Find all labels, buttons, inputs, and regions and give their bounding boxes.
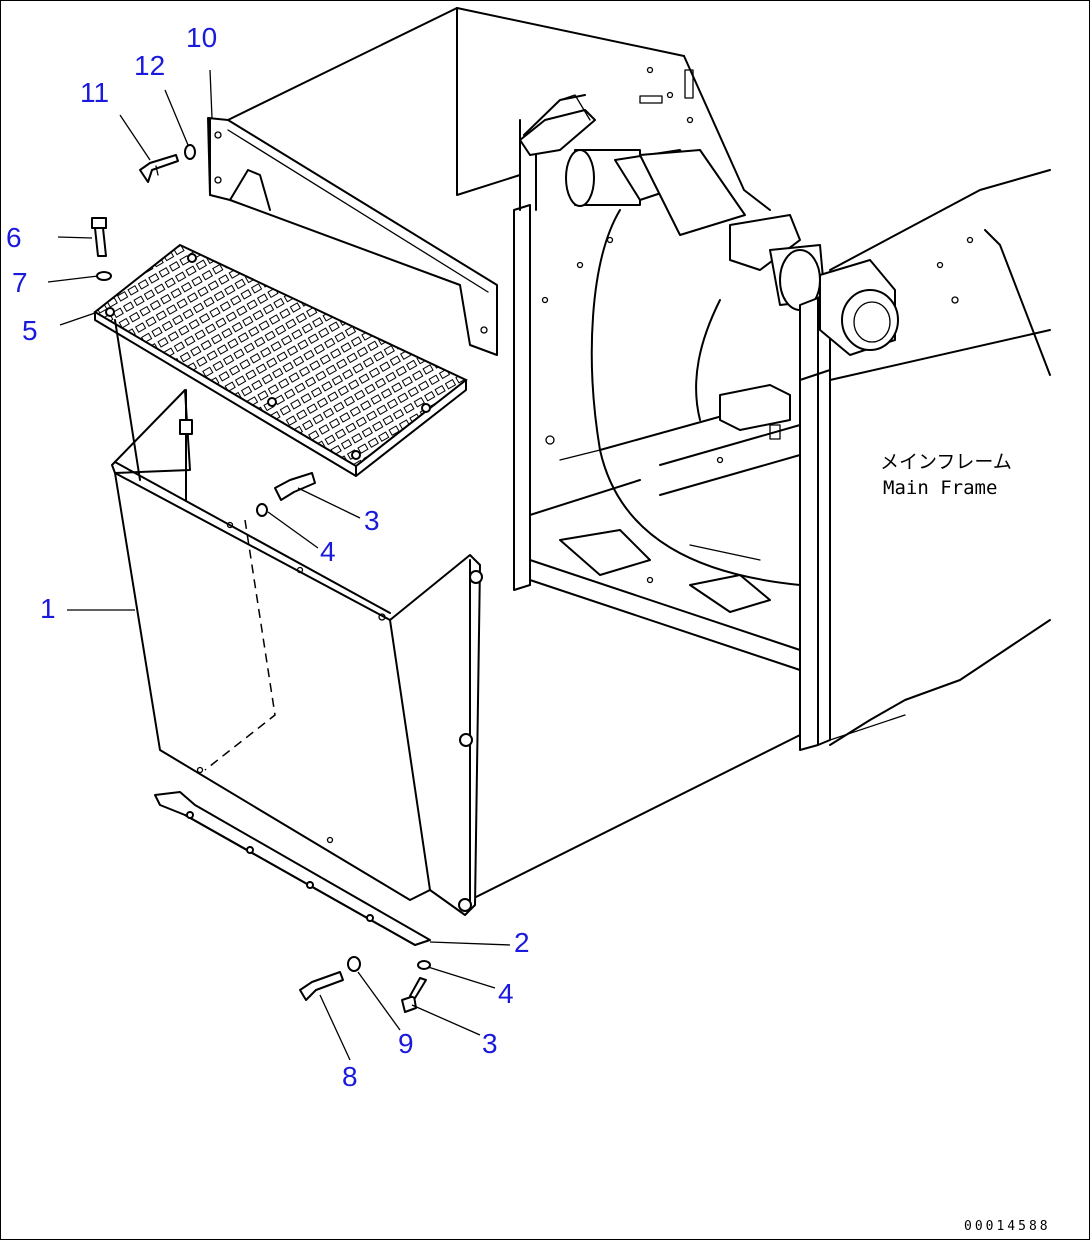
callout-11: 11 [80,77,109,108]
callout-4-lower: 4 [498,978,514,1009]
fasteners [91,144,431,1013]
callout-5: 5 [22,315,38,346]
callout-7: 7 [12,267,28,298]
callout-1: 1 [40,593,56,624]
document-id: 00014588 [964,1219,1051,1234]
callout-8: 8 [342,1061,358,1092]
callout-3-upper: 3 [364,505,380,536]
bottom-bar [154,791,431,946]
callout-4-upper: 4 [320,536,336,567]
frame-label-english: Main Frame [883,477,997,499]
frame-label-japanese: メインフレーム [880,451,1012,473]
callout-9: 9 [398,1028,414,1059]
leader-lines [47,69,511,1061]
side-panel [111,319,483,916]
callout-12: 12 [134,50,165,81]
upper-cover-plate [207,7,498,356]
callout-2: 2 [514,927,530,958]
callout-3-lower: 3 [482,1028,498,1059]
checker-plate [93,243,468,477]
callout-numbers: 1 2 3 3 4 4 5 6 7 8 9 10 11 12 [6,22,530,1092]
callout-6: 6 [6,222,22,253]
callout-10: 10 [186,22,217,53]
main-frame [456,7,1051,901]
